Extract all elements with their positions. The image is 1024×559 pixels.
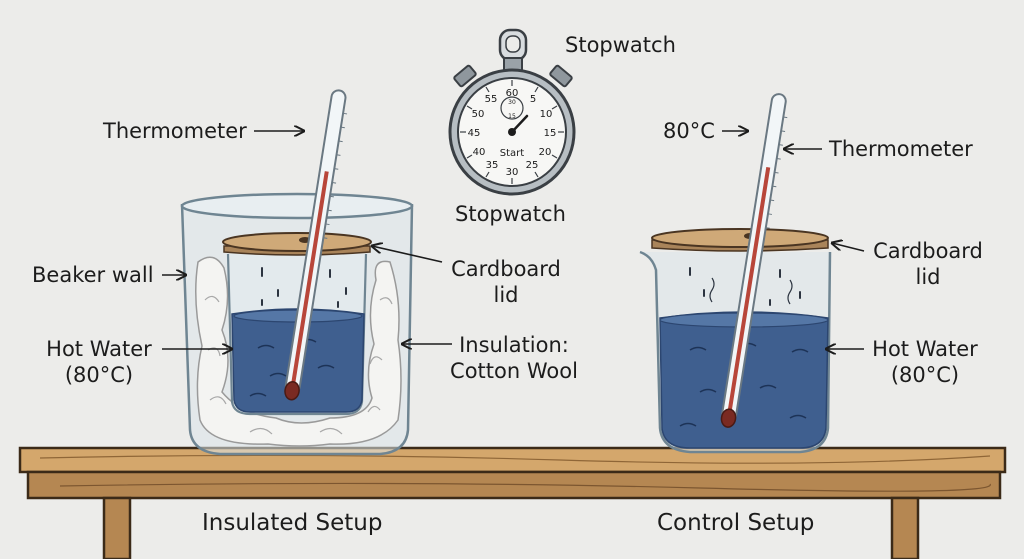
dial-start-label: Start (500, 148, 525, 159)
label-right-water-line2: (80°C) (890, 363, 960, 387)
left-thermometer (284, 89, 348, 401)
dial-number: 20 (539, 147, 552, 158)
label-left-water-line1: Hot Water (46, 337, 152, 361)
label-insulation: Insulation: Cotton Wool (446, 332, 582, 384)
right-thermometer (720, 93, 788, 428)
control-setup (639, 93, 832, 454)
dial-number: 25 (526, 160, 539, 171)
sub-dial-number-top: 30 (508, 99, 516, 106)
right-cardboard-lid (651, 228, 829, 252)
label-beaker-wall: Beaker wall (32, 263, 154, 287)
label-left-lid-line1: Cardboard (451, 257, 561, 281)
label-insulation-line1: Insulation: (459, 333, 569, 357)
leader-arrows (162, 131, 865, 349)
label-right-lid-line1: Cardboard (873, 239, 983, 263)
arrow-left-lid (372, 246, 443, 263)
dial-number: 55 (485, 94, 498, 105)
dial-number: 5 (530, 94, 536, 105)
label-left-hot-water: Hot Water (80°C) (40, 336, 158, 388)
dial-number: 45 (468, 128, 481, 139)
sub-dial-number-bottom: 15 (508, 113, 516, 120)
control-beaker (639, 250, 832, 454)
label-insulation-line2: Cotton Wool (450, 359, 578, 383)
caption-control-setup: Control Setup (657, 510, 815, 536)
label-stopwatch-top: Stopwatch (565, 33, 676, 57)
label-right-lid-line2: lid (915, 265, 941, 289)
dial-number: 30 (506, 167, 519, 178)
label-left-cardboard-lid: Cardboard lid (444, 256, 568, 308)
cotton-wool-insulation (195, 256, 402, 447)
stopwatch: 30 15 60 5 10 15 20 25 30 35 40 45 50 55… (448, 28, 576, 196)
label-left-water-line2: (80°C) (64, 363, 134, 387)
dial-number: 35 (486, 160, 499, 171)
wooden-table (18, 446, 1007, 559)
label-right-hot-water: Hot Water (80°C) (866, 336, 984, 388)
dial-number: 50 (472, 109, 485, 120)
label-right-cardboard-lid: Cardboard lid (866, 238, 990, 290)
dial-number: 10 (540, 109, 553, 120)
caption-insulated-setup: Insulated Setup (202, 510, 383, 536)
label-left-lid-line2: lid (493, 283, 519, 307)
arrow-right-lid (832, 243, 865, 252)
dial-number: 15 (544, 128, 557, 139)
label-right-thermometer: Thermometer (829, 137, 973, 161)
dial-number: 60 (506, 88, 519, 99)
left-cardboard-lid (222, 232, 372, 256)
label-stopwatch-bottom: Stopwatch (455, 202, 566, 226)
dial-number: 40 (473, 147, 486, 158)
dial-ticks (460, 80, 564, 184)
sub-dial (500, 96, 524, 120)
insulated-setup (180, 89, 414, 456)
label-left-thermometer: Thermometer (103, 119, 247, 143)
label-right-water-line1: Hot Water (872, 337, 978, 361)
dial-numbers: 60 5 10 15 20 25 30 35 40 45 50 55 (468, 88, 557, 178)
label-right-reading: 80°C (663, 119, 715, 143)
